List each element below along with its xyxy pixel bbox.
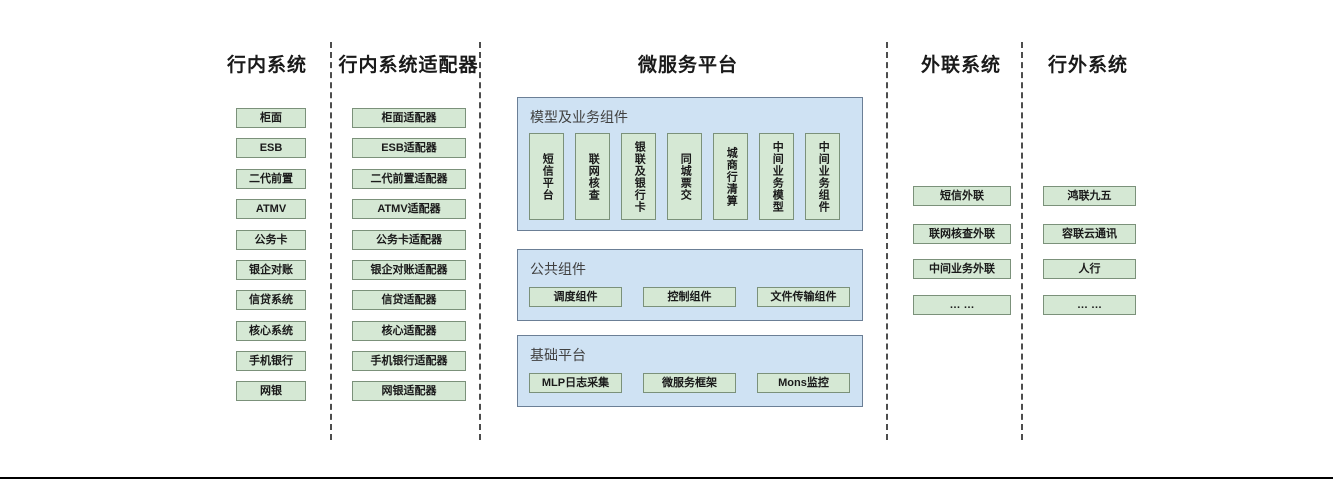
- bottom-divider: [0, 477, 1333, 479]
- node-intra-system[interactable]: 网银: [236, 381, 306, 401]
- node-model-component[interactable]: 中间业务模型: [759, 133, 794, 220]
- column-title-intra-bank-adapters: 行内系统适配器: [338, 55, 479, 76]
- node-intra-system[interactable]: 银企对账: [236, 260, 306, 280]
- node-intra-adapter[interactable]: 网银适配器: [352, 381, 466, 401]
- node-outside-bank-system[interactable]: 容联云通讯: [1043, 224, 1136, 244]
- node-external-link-system[interactable]: 短信外联: [913, 186, 1011, 206]
- node-intra-system[interactable]: ESB: [236, 138, 306, 158]
- node-intra-system[interactable]: 柜面: [236, 108, 306, 128]
- node-base-platform-component[interactable]: 微服务框架: [643, 373, 736, 393]
- node-intra-system[interactable]: 核心系统: [236, 321, 306, 341]
- node-external-link-system[interactable]: 联网核查外联: [913, 224, 1011, 244]
- node-model-component[interactable]: 短信平台: [529, 133, 564, 220]
- node-base-platform-component[interactable]: MLP日志采集: [529, 373, 622, 393]
- column-title-intra-bank-systems: 行内系统: [226, 55, 307, 76]
- node-model-component[interactable]: 中间业务组件: [805, 133, 840, 220]
- node-intra-adapter[interactable]: ATMV适配器: [352, 199, 466, 219]
- divider-1: [330, 42, 332, 440]
- node-intra-system[interactable]: ATMV: [236, 199, 306, 219]
- node-intra-adapter[interactable]: 柜面适配器: [352, 108, 466, 128]
- divider-2: [479, 42, 481, 440]
- panel-label-model-business-components: 模型及业务组件: [530, 109, 628, 125]
- panel-public-components: 公共组件: [517, 249, 863, 321]
- node-intra-system[interactable]: 公务卡: [236, 230, 306, 250]
- node-intra-adapter[interactable]: 公务卡适配器: [352, 230, 466, 250]
- node-public-component[interactable]: 控制组件: [643, 287, 736, 307]
- panel-base-platform: 基础平台: [517, 335, 863, 407]
- node-intra-adapter[interactable]: 核心适配器: [352, 321, 466, 341]
- node-intra-adapter[interactable]: 银企对账适配器: [352, 260, 466, 280]
- node-external-link-system[interactable]: 中间业务外联: [913, 259, 1011, 279]
- node-model-component[interactable]: 同城票交: [667, 133, 702, 220]
- node-intra-system[interactable]: 二代前置: [236, 169, 306, 189]
- node-outside-bank-system[interactable]: … …: [1043, 295, 1136, 315]
- panel-label-public-components: 公共组件: [530, 261, 586, 277]
- node-external-link-system[interactable]: … …: [913, 295, 1011, 315]
- node-outside-bank-system[interactable]: 鸿联九五: [1043, 186, 1136, 206]
- node-outside-bank-system[interactable]: 人行: [1043, 259, 1136, 279]
- node-intra-adapter[interactable]: 二代前置适配器: [352, 169, 466, 189]
- node-base-platform-component[interactable]: Mons监控: [757, 373, 850, 393]
- node-intra-adapter[interactable]: 手机银行适配器: [352, 351, 466, 371]
- node-public-component[interactable]: 调度组件: [529, 287, 622, 307]
- node-model-component[interactable]: 城商行清算: [713, 133, 748, 220]
- divider-4: [1021, 42, 1023, 440]
- node-intra-adapter[interactable]: 信贷适配器: [352, 290, 466, 310]
- column-title-outside-bank-systems: 行外系统: [1047, 55, 1128, 76]
- node-model-component[interactable]: 联网核查: [575, 133, 610, 220]
- panel-label-base-platform: 基础平台: [530, 347, 586, 363]
- column-title-external-link-systems: 外联系统: [920, 55, 1001, 76]
- node-public-component[interactable]: 文件传输组件: [757, 287, 850, 307]
- divider-3: [886, 42, 888, 440]
- node-intra-system[interactable]: 手机银行: [236, 351, 306, 371]
- node-model-component[interactable]: 银联及银行卡: [621, 133, 656, 220]
- node-intra-system[interactable]: 信贷系统: [236, 290, 306, 310]
- node-intra-adapter[interactable]: ESB适配器: [352, 138, 466, 158]
- column-title-microservice-platform: 微服务平台: [637, 55, 738, 76]
